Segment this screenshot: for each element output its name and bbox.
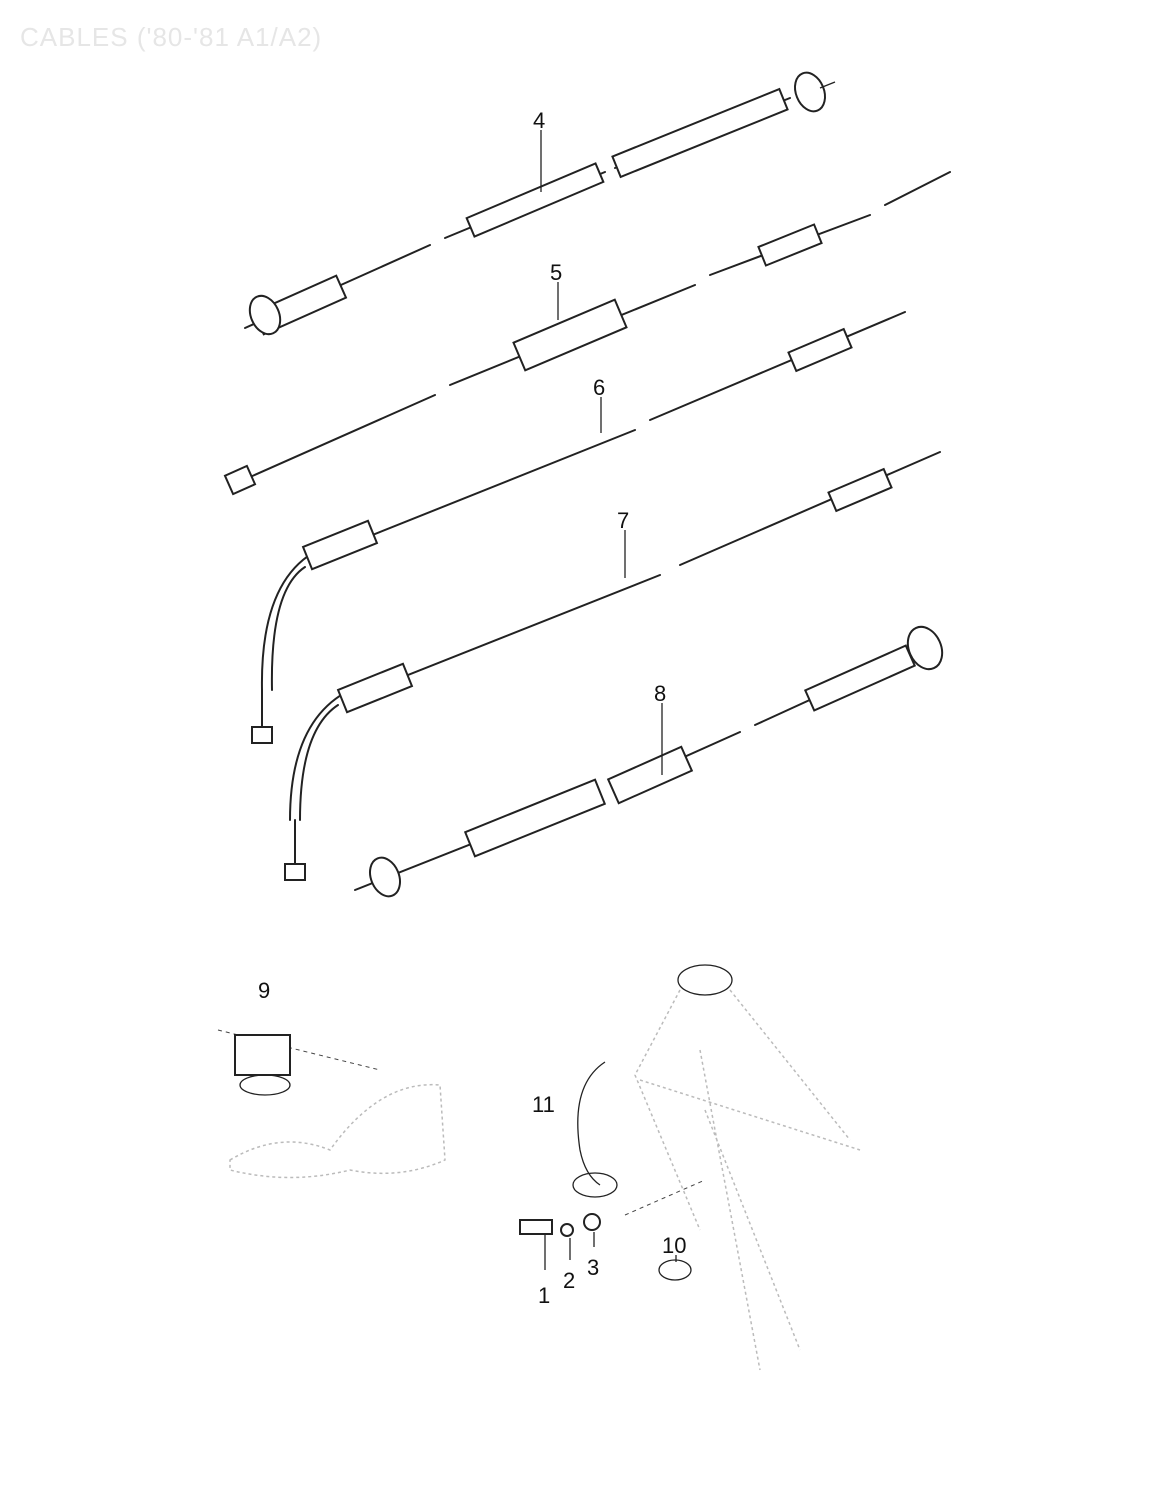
- callout-3: 3: [587, 1255, 599, 1280]
- cable-4: [244, 71, 836, 336]
- part-9-bracket: [217, 1029, 446, 1179]
- callout-11: 11: [532, 1092, 555, 1117]
- callout-9: 9: [258, 978, 270, 1003]
- callout-10: 10: [662, 1233, 686, 1258]
- callout-8: 8: [654, 681, 666, 706]
- cable-5: [449, 171, 951, 386]
- callout-7: 7: [617, 508, 629, 533]
- cable-7: [284, 451, 941, 881]
- cable-8: [354, 625, 944, 898]
- callout-1: 1: [538, 1283, 550, 1308]
- diagram-title: CABLES ('80-'81 A1/A2): [20, 22, 323, 52]
- callout-2: 2: [563, 1268, 575, 1293]
- callout-4: 4: [533, 108, 545, 133]
- callout-5: 5: [550, 260, 562, 285]
- frame-assembly: [519, 964, 861, 1371]
- cable-6: [223, 311, 906, 744]
- callout-6: 6: [593, 375, 605, 400]
